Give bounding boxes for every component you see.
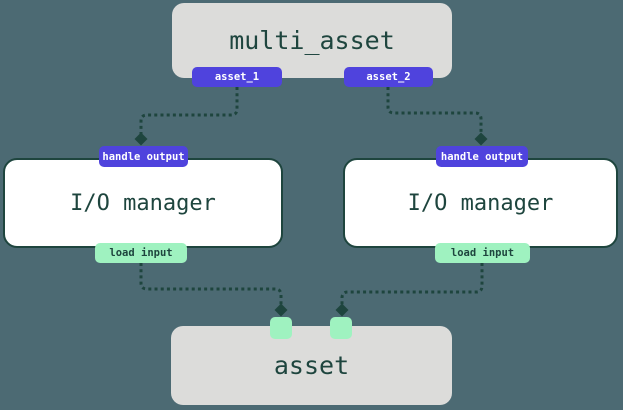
asset-input-handle-right xyxy=(330,317,352,339)
asset-2-output-badge: asset_2 xyxy=(344,67,433,87)
multi-asset-label: multi_asset xyxy=(229,26,395,55)
asset-1-output-badge: asset_1 xyxy=(192,67,282,87)
io-manager-left-label: I/O manager xyxy=(70,190,216,216)
left-load-input-badge: load input xyxy=(95,243,187,263)
connector-left-load-input-to-asset xyxy=(139,263,288,317)
multi-asset-node: multi_asset xyxy=(172,3,452,78)
connector-asset2-to-right-handle-output xyxy=(386,87,488,146)
connector-asset1-to-left-handle-output xyxy=(134,87,239,146)
right-handle-output-badge: handle output xyxy=(436,146,528,167)
left-handle-output-badge: handle output xyxy=(99,146,188,167)
io-manager-left-node: I/O manager xyxy=(3,158,283,248)
right-load-input-badge: load input xyxy=(435,243,530,263)
asset-label: asset xyxy=(273,351,350,380)
io-manager-right-label: I/O manager xyxy=(407,190,554,216)
connector-right-load-input-to-asset xyxy=(335,263,484,317)
asset-input-handle-left xyxy=(270,317,292,339)
asset-node: asset xyxy=(171,326,452,405)
